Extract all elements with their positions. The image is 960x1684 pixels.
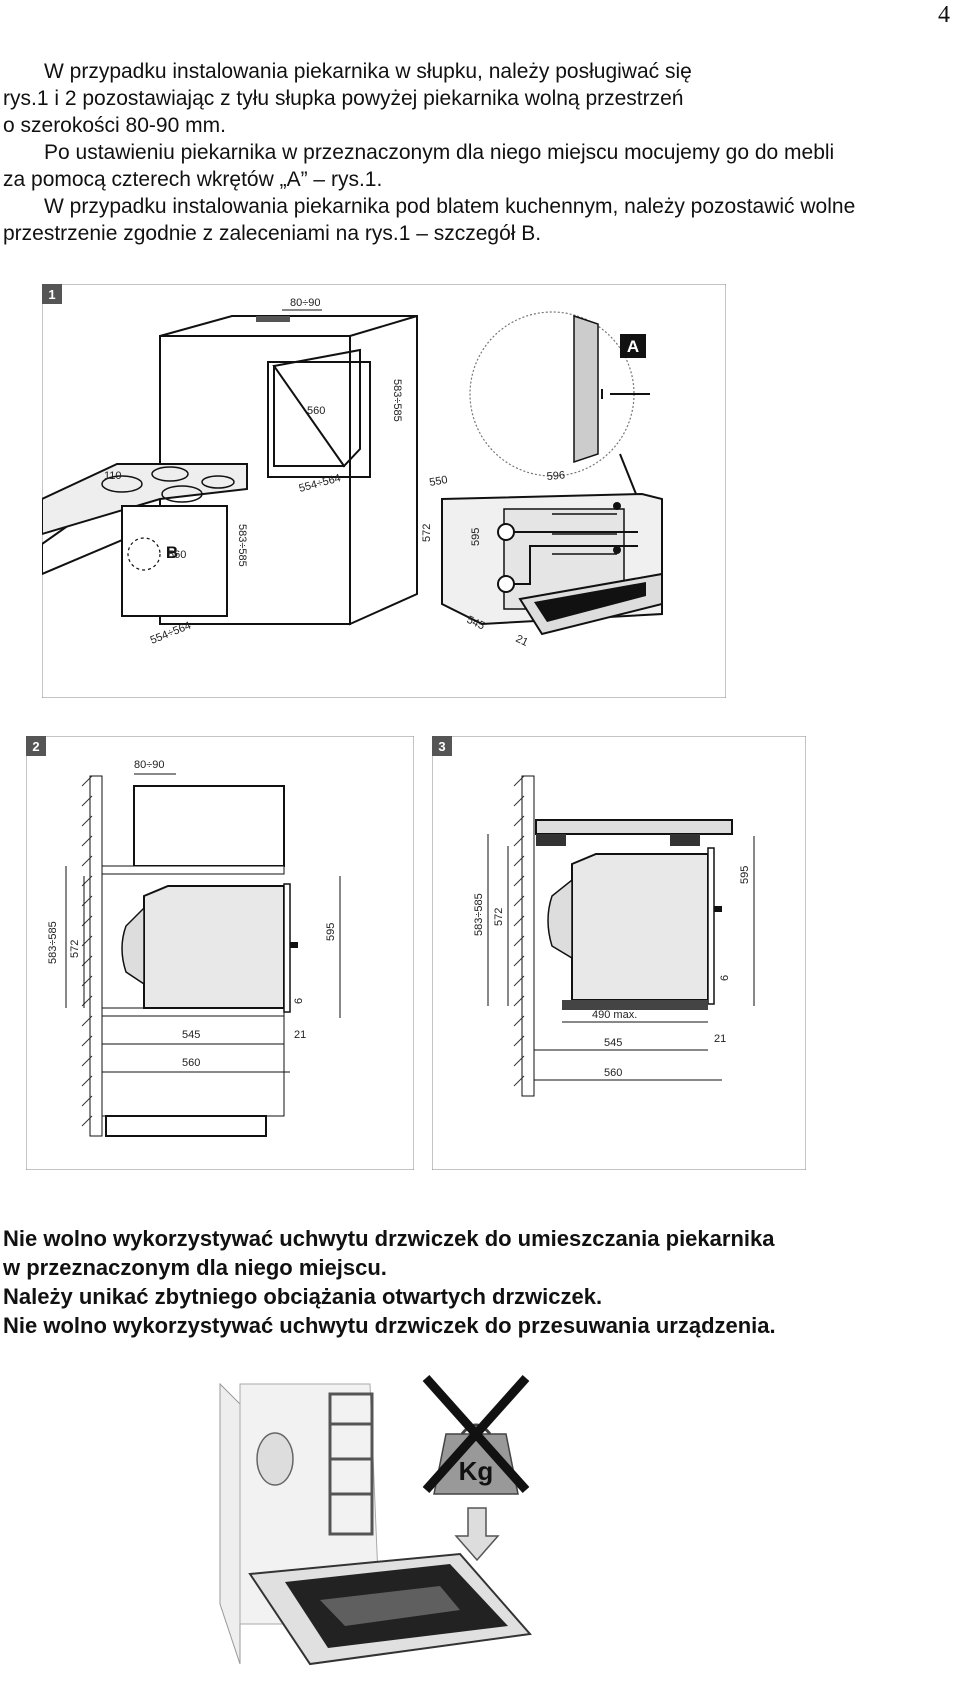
- no-weight-icon: Kg: [422, 1375, 530, 1495]
- dim-label: 583÷585: [391, 379, 403, 422]
- dim-label: 21: [714, 1033, 726, 1045]
- figure-badge: [432, 736, 452, 756]
- dim-label: 560: [182, 1057, 200, 1069]
- down-arrow-icon: [454, 1507, 500, 1562]
- dim-label: 583÷585: [47, 921, 59, 964]
- figure-badge: [26, 736, 46, 756]
- intro-line: za pomocą czterech wkrętów „A” – rys.1.: [3, 168, 383, 191]
- page-number: 4: [938, 2, 950, 28]
- dim-label: 6: [719, 975, 731, 981]
- dim-label: 80÷90: [134, 759, 165, 771]
- dim-label: 545: [604, 1037, 622, 1049]
- intro-line: W przypadku instalowania piekarnika pod …: [44, 195, 856, 218]
- warnings: Nie wolno wykorzystywać uchwytu drzwicze…: [3, 1224, 958, 1340]
- figure-1-installation-column: 1 B 80÷90 560 583÷585 554÷564 110 583÷58…: [42, 284, 726, 698]
- figure-badge: [42, 284, 62, 304]
- dim-label: 583÷585: [473, 893, 485, 936]
- dim-label: 110: [104, 470, 122, 482]
- callout-b: B: [166, 543, 178, 562]
- dim-label: 583÷585: [236, 524, 248, 567]
- figure-4-open-door-no-load: Kg: [210, 1364, 540, 1674]
- dim-label: 21: [514, 633, 530, 649]
- intro-line: Po ustawieniu piekarnika w przeznaczonym…: [44, 141, 835, 164]
- dim-label: 572: [421, 524, 433, 542]
- warning-line: Nie wolno wykorzystywać uchwytu drzwicze…: [3, 1226, 775, 1251]
- intro-text: W przypadku instalowania piekarnika w sł…: [3, 58, 958, 247]
- dim-label: 545: [182, 1029, 200, 1041]
- dim-label: 595: [470, 528, 482, 546]
- dim-label: 560: [168, 549, 186, 561]
- intro-line: przestrzenie zgodnie z zaleceniami na ry…: [3, 222, 542, 245]
- warning-line: Należy unikać zbytniego obciążania otwar…: [3, 1284, 603, 1309]
- dim-label: 6: [293, 998, 305, 1004]
- callout-a: A: [627, 337, 639, 356]
- dim-label: 490 max.: [592, 1009, 637, 1021]
- figure-badge-label: 1: [48, 287, 55, 302]
- intro-line: rys.1 i 2 pozostawiając z tyłu słupka po…: [3, 87, 684, 110]
- figure-3-under-counter-section: 3 583÷585 572 595 6 490 max. 545 21 560: [432, 736, 806, 1170]
- dim-label: 595: [739, 866, 751, 884]
- weight-label: Kg: [459, 1456, 494, 1486]
- dim-label: 595: [325, 923, 337, 941]
- intro-line: W przypadku instalowania piekarnika w sł…: [44, 60, 692, 83]
- dim-label: 596: [546, 469, 565, 483]
- dim-label: 550: [428, 474, 448, 489]
- warning-line: w przeznaczonym dla niego miejscu.: [3, 1255, 387, 1280]
- dim-label: 572: [69, 940, 81, 958]
- dim-label: 572: [493, 908, 505, 926]
- warning-line: Nie wolno wykorzystywać uchwytu drzwicze…: [3, 1313, 776, 1338]
- intro-line: o szerokości 80-90 mm.: [3, 114, 226, 137]
- callout-a-badge: [620, 334, 646, 358]
- figure-badge-label: 3: [438, 739, 445, 754]
- dim-label: 560: [307, 405, 325, 417]
- dim-label: 21: [294, 1029, 306, 1041]
- figure-badge-label: 2: [32, 739, 39, 754]
- figure-2-column-section: 2 80÷90 583÷585 572 595 6 545 21 560: [26, 736, 414, 1170]
- dim-label: 80÷90: [290, 297, 321, 309]
- dim-label: 560: [604, 1067, 622, 1079]
